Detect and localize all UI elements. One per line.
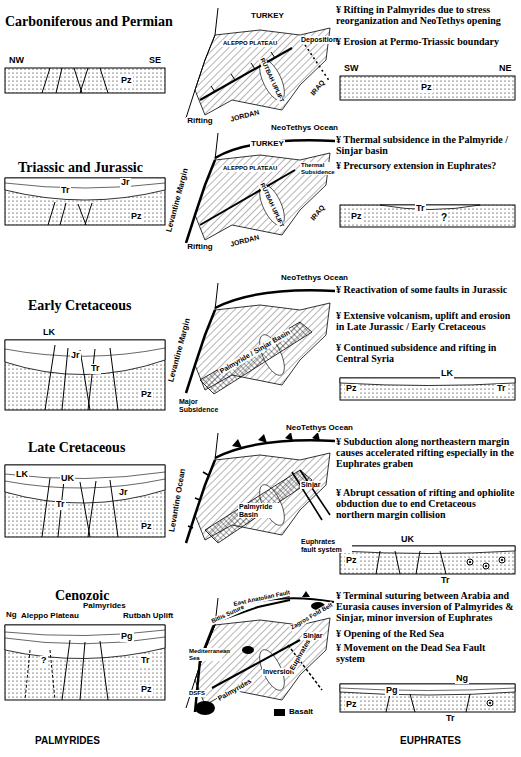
section-label: Tr bbox=[140, 656, 151, 666]
legend-text: Basalt bbox=[289, 708, 313, 717]
section-label: Aleppo Plateau bbox=[20, 612, 80, 621]
section-label: LK bbox=[15, 470, 29, 480]
map-label: Euphrates fault system bbox=[300, 538, 352, 553]
section-label: NE bbox=[498, 64, 513, 74]
section-label: Tr bbox=[440, 576, 451, 586]
map-label: NeoTethys Ocean bbox=[285, 424, 354, 433]
map-early-cretaceous bbox=[186, 283, 335, 394]
map-label: Mediterranean Sea bbox=[188, 648, 222, 661]
map-late-cretaceous bbox=[186, 432, 335, 543]
section-label: Pz bbox=[350, 212, 363, 222]
note-text: ¥ Continued subsidence and rifting in Ce… bbox=[336, 342, 516, 364]
legend-swatch bbox=[274, 709, 285, 716]
note-text: ¥ Subduction along northeastern margin c… bbox=[336, 436, 516, 469]
section-label: Pz bbox=[140, 522, 153, 532]
section-label: Tr bbox=[60, 186, 71, 196]
section-label: Tr bbox=[415, 204, 426, 214]
section-label: NW bbox=[8, 56, 25, 66]
map-label: TURKEY bbox=[250, 140, 285, 149]
map-label: Levantine Ocean bbox=[168, 467, 188, 534]
section-label: Pz bbox=[345, 384, 358, 394]
note-text: ¥ Opening of the Red Sea bbox=[336, 628, 516, 639]
section-label: UK bbox=[400, 535, 415, 545]
note-text: ¥ Movement on the Dead Sea Fault system bbox=[336, 642, 516, 664]
map-cenozoic bbox=[186, 591, 334, 715]
map-label: ALEPPO PLATEAU bbox=[222, 40, 278, 47]
section-label: ? bbox=[440, 212, 448, 223]
section-label: Pz bbox=[130, 212, 143, 222]
map-label: Sinjar bbox=[300, 481, 321, 489]
map-label: Levantine Margin bbox=[165, 166, 191, 234]
note-text: ¥ Thermal subsidence in the Palmyride / … bbox=[336, 134, 516, 156]
column-heading: EUPHRATES bbox=[400, 735, 461, 746]
section-label: Jr bbox=[70, 351, 81, 361]
map-label: IRAQ bbox=[309, 78, 327, 98]
column-heading: PALMYRIDES bbox=[35, 735, 100, 746]
section-label: Jr bbox=[120, 178, 131, 188]
map-label: Sinjar bbox=[302, 632, 323, 640]
map-label: NeoTethys Ocean bbox=[280, 274, 349, 283]
map-label: Levantine Margin bbox=[167, 316, 193, 384]
note-text: ¥ Abrupt cessation of rifting and ophiol… bbox=[336, 487, 516, 520]
section-label: Pz bbox=[120, 76, 133, 86]
section-label: Pz bbox=[420, 83, 433, 93]
map-label: TURKEY bbox=[250, 12, 285, 21]
period-title: Triassic and Jurassic bbox=[18, 160, 143, 175]
section-label: Pz bbox=[345, 700, 358, 710]
map-label: JORDAN bbox=[229, 108, 261, 124]
period-title: Late Cretaceous bbox=[28, 440, 125, 455]
section-label: Jr bbox=[118, 488, 129, 498]
note-text: ¥ Erosion at Permo-Triassic boundary bbox=[336, 36, 516, 47]
section-label: UK bbox=[60, 474, 75, 484]
map-carboniferous bbox=[186, 8, 330, 118]
map-label: ALEPPO PLATEAU bbox=[222, 165, 278, 172]
map-label: Major Subsidence bbox=[178, 398, 224, 413]
map-label: Rifting bbox=[186, 243, 213, 252]
note-text: ¥ Extensive volcanism, uplift and erosio… bbox=[336, 310, 516, 332]
section-label: Ng bbox=[455, 674, 469, 684]
section-label: Pg bbox=[385, 686, 399, 696]
map-triassic bbox=[186, 133, 335, 243]
period-title: Carboniferous and Permian bbox=[5, 14, 173, 29]
section-label: ? bbox=[40, 656, 48, 666]
section-label: Tr bbox=[445, 714, 456, 724]
map-label: DSFS bbox=[188, 690, 206, 697]
section-label: Pz bbox=[345, 556, 358, 566]
section-label: Tr bbox=[55, 500, 66, 510]
map-label: IRAQ bbox=[309, 203, 327, 223]
section-label: Ng bbox=[5, 611, 18, 620]
section-label: LK bbox=[42, 328, 56, 338]
note-text: ¥ Reactivation of some faults in Jurassi… bbox=[336, 284, 516, 295]
section-label: Rutbah Uplift bbox=[122, 612, 174, 621]
section-label: Pz bbox=[140, 390, 153, 400]
section-label: Tr bbox=[90, 364, 101, 374]
map-label: Rifting bbox=[186, 117, 213, 126]
note-text: ¥ Precursory extension in Euphrates? bbox=[336, 160, 516, 171]
map-label: NeoTethys Ocean bbox=[270, 124, 339, 133]
map-label: Deposition bbox=[300, 36, 338, 44]
map-label: JORDAN bbox=[229, 233, 261, 249]
map-label: Thermal Subsidence bbox=[300, 162, 340, 175]
note-text: ¥ Terminal suturing between Arabia and E… bbox=[336, 590, 516, 623]
section-label: Pg bbox=[120, 632, 134, 642]
section-label: LK bbox=[440, 369, 454, 379]
section-label: Palmyrides bbox=[82, 602, 127, 611]
note-text: ¥ Rifting in Palmyrides due to stress re… bbox=[336, 4, 516, 26]
period-title: Early Cretaceous bbox=[28, 298, 132, 313]
map-label: Palmyride Basin bbox=[238, 503, 280, 518]
section-palmyrides bbox=[5, 68, 165, 700]
section-label: Pz bbox=[140, 685, 153, 695]
section-label: Tr bbox=[496, 384, 507, 394]
section-label: SE bbox=[148, 56, 162, 66]
section-label: SW bbox=[343, 64, 360, 74]
